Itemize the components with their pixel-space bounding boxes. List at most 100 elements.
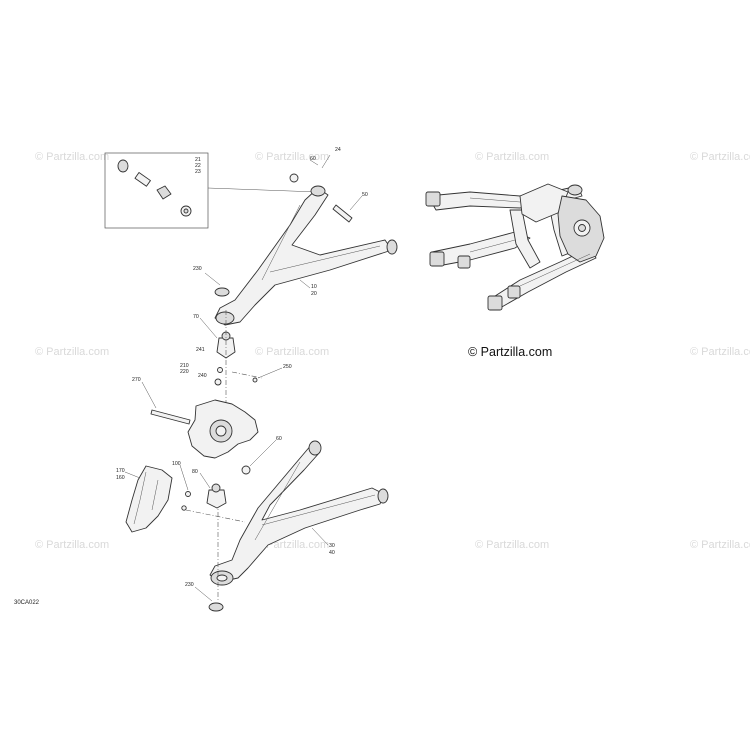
watermark: © Partzilla.com: [690, 346, 750, 358]
callout-80: 80: [192, 469, 198, 475]
seal-inner: [183, 208, 189, 214]
upper-arm-body: [214, 187, 393, 326]
knuckle-group: 270: [132, 377, 259, 459]
leader-line: [194, 586, 213, 602]
callout-250: 250: [283, 364, 292, 370]
bolt-250-head: [252, 377, 258, 383]
callout-21: 21: [195, 157, 201, 163]
watermark: © Partzilla.com: [35, 539, 109, 551]
watermark: © Partzilla.com: [475, 539, 549, 551]
leader-line: [199, 472, 211, 489]
watermark: © Partzilla.com: [475, 151, 549, 163]
callout-210: 210: [180, 363, 189, 369]
callout-240: 240: [198, 373, 207, 379]
lower-front-bushing: [308, 440, 322, 456]
partzilla-brand-text: © Partzilla.com: [468, 345, 552, 359]
sleeve-part: [134, 172, 151, 187]
lower-arm-rib: [254, 461, 376, 541]
axis-line: [185, 509, 246, 523]
ball-joint-80-stud: [211, 483, 221, 493]
leader-line: [124, 471, 141, 479]
callout-230: 230: [193, 266, 202, 272]
lower-arm-body: [209, 443, 385, 583]
frame-top-bushing: [567, 184, 583, 196]
bolt-50: [332, 204, 353, 223]
diagram-code: 30CA022: [14, 600, 40, 606]
upper-rear-bushing: [386, 239, 398, 255]
screw-100: [185, 491, 191, 497]
watermark: © Partzilla.com: [35, 151, 109, 163]
callout-20: 20: [311, 291, 317, 297]
callout-241: 241: [196, 347, 205, 353]
washer-240: [214, 378, 222, 386]
callout-24: 24: [335, 147, 341, 153]
watermark: © Partzilla.com: [255, 346, 329, 358]
frame-assembly: [425, 183, 605, 311]
leader-line: [349, 195, 363, 211]
upper-a-arm: 60 24 50 230 10 20: [193, 147, 398, 326]
knuckle-hub-inner: [215, 425, 227, 437]
watermark: © Partzilla.com: [35, 346, 109, 358]
frame-detail: [469, 197, 591, 287]
frame-bracket-4: [487, 295, 503, 311]
inset-frame: [104, 152, 209, 229]
callout-22: 22: [195, 163, 201, 169]
callout-270: 270: [132, 377, 141, 383]
leader-line: [309, 159, 319, 166]
frame-bracket-3: [457, 255, 471, 269]
leader-line: [321, 154, 331, 169]
callout-160: 160: [116, 475, 125, 481]
nut-241: [217, 367, 223, 373]
callout-23: 23: [195, 169, 201, 175]
callout-60: 60: [276, 436, 282, 442]
bolt-270: [150, 409, 191, 425]
frame-bracket-5: [507, 285, 521, 299]
bushing-kit-inset: 21 22 23: [104, 152, 319, 229]
leader-line: [179, 464, 189, 491]
leader-line: [207, 187, 319, 193]
leader-line: [199, 317, 218, 339]
callout-100: 100: [172, 461, 181, 467]
washer-part: [156, 185, 172, 200]
skid-guard-160: [125, 465, 173, 533]
callout-220: 220: [180, 369, 189, 375]
callout-60: 60: [310, 156, 316, 162]
callout-50: 50: [362, 192, 368, 198]
watermark: © Partzilla.com: [690, 151, 750, 163]
callout-170: 170: [116, 468, 125, 474]
callout-30: 30: [329, 543, 335, 549]
nut-60-lower: [241, 465, 251, 475]
lower-a-arm: 60 30 40 230: [185, 436, 389, 612]
callout-70: 70: [193, 314, 199, 320]
guard-edge: [133, 471, 159, 525]
lower-rear-bushing: [377, 488, 389, 504]
bushing-part: [117, 159, 129, 173]
lower-ball-socket-inner: [216, 574, 228, 582]
leader-line: [311, 527, 329, 546]
frame-mount-hub-inner: [578, 224, 586, 232]
watermark: © Partzilla.com: [690, 539, 750, 551]
nut-60-upper: [289, 173, 299, 183]
ring-230-lower: [208, 602, 224, 612]
callout-230: 230: [185, 582, 194, 588]
lower-ball-joint-group: 80 100 170 160: [116, 461, 227, 533]
frame-bracket-2: [429, 251, 445, 267]
upper-ball-socket: [215, 311, 235, 325]
watermark: © Partzilla.com: [255, 151, 329, 163]
ring-230-upper: [214, 287, 230, 297]
leader-line: [204, 272, 221, 286]
upper-ball-joint-group: 70 241 210 220 240 250: [180, 310, 292, 412]
upper-pivot-bushing: [310, 185, 326, 197]
leader-line: [141, 381, 157, 409]
frame-bracket-1: [425, 191, 441, 207]
ball-joint-80: [206, 489, 227, 509]
screw-100b: [181, 505, 187, 511]
leader-line: [257, 367, 283, 379]
leader-line: [299, 279, 311, 289]
leader-line: [249, 439, 277, 467]
callout-10: 10: [311, 284, 317, 290]
arm-rib: [261, 204, 381, 281]
callout-40: 40: [329, 550, 335, 556]
axis-line: [231, 371, 263, 379]
